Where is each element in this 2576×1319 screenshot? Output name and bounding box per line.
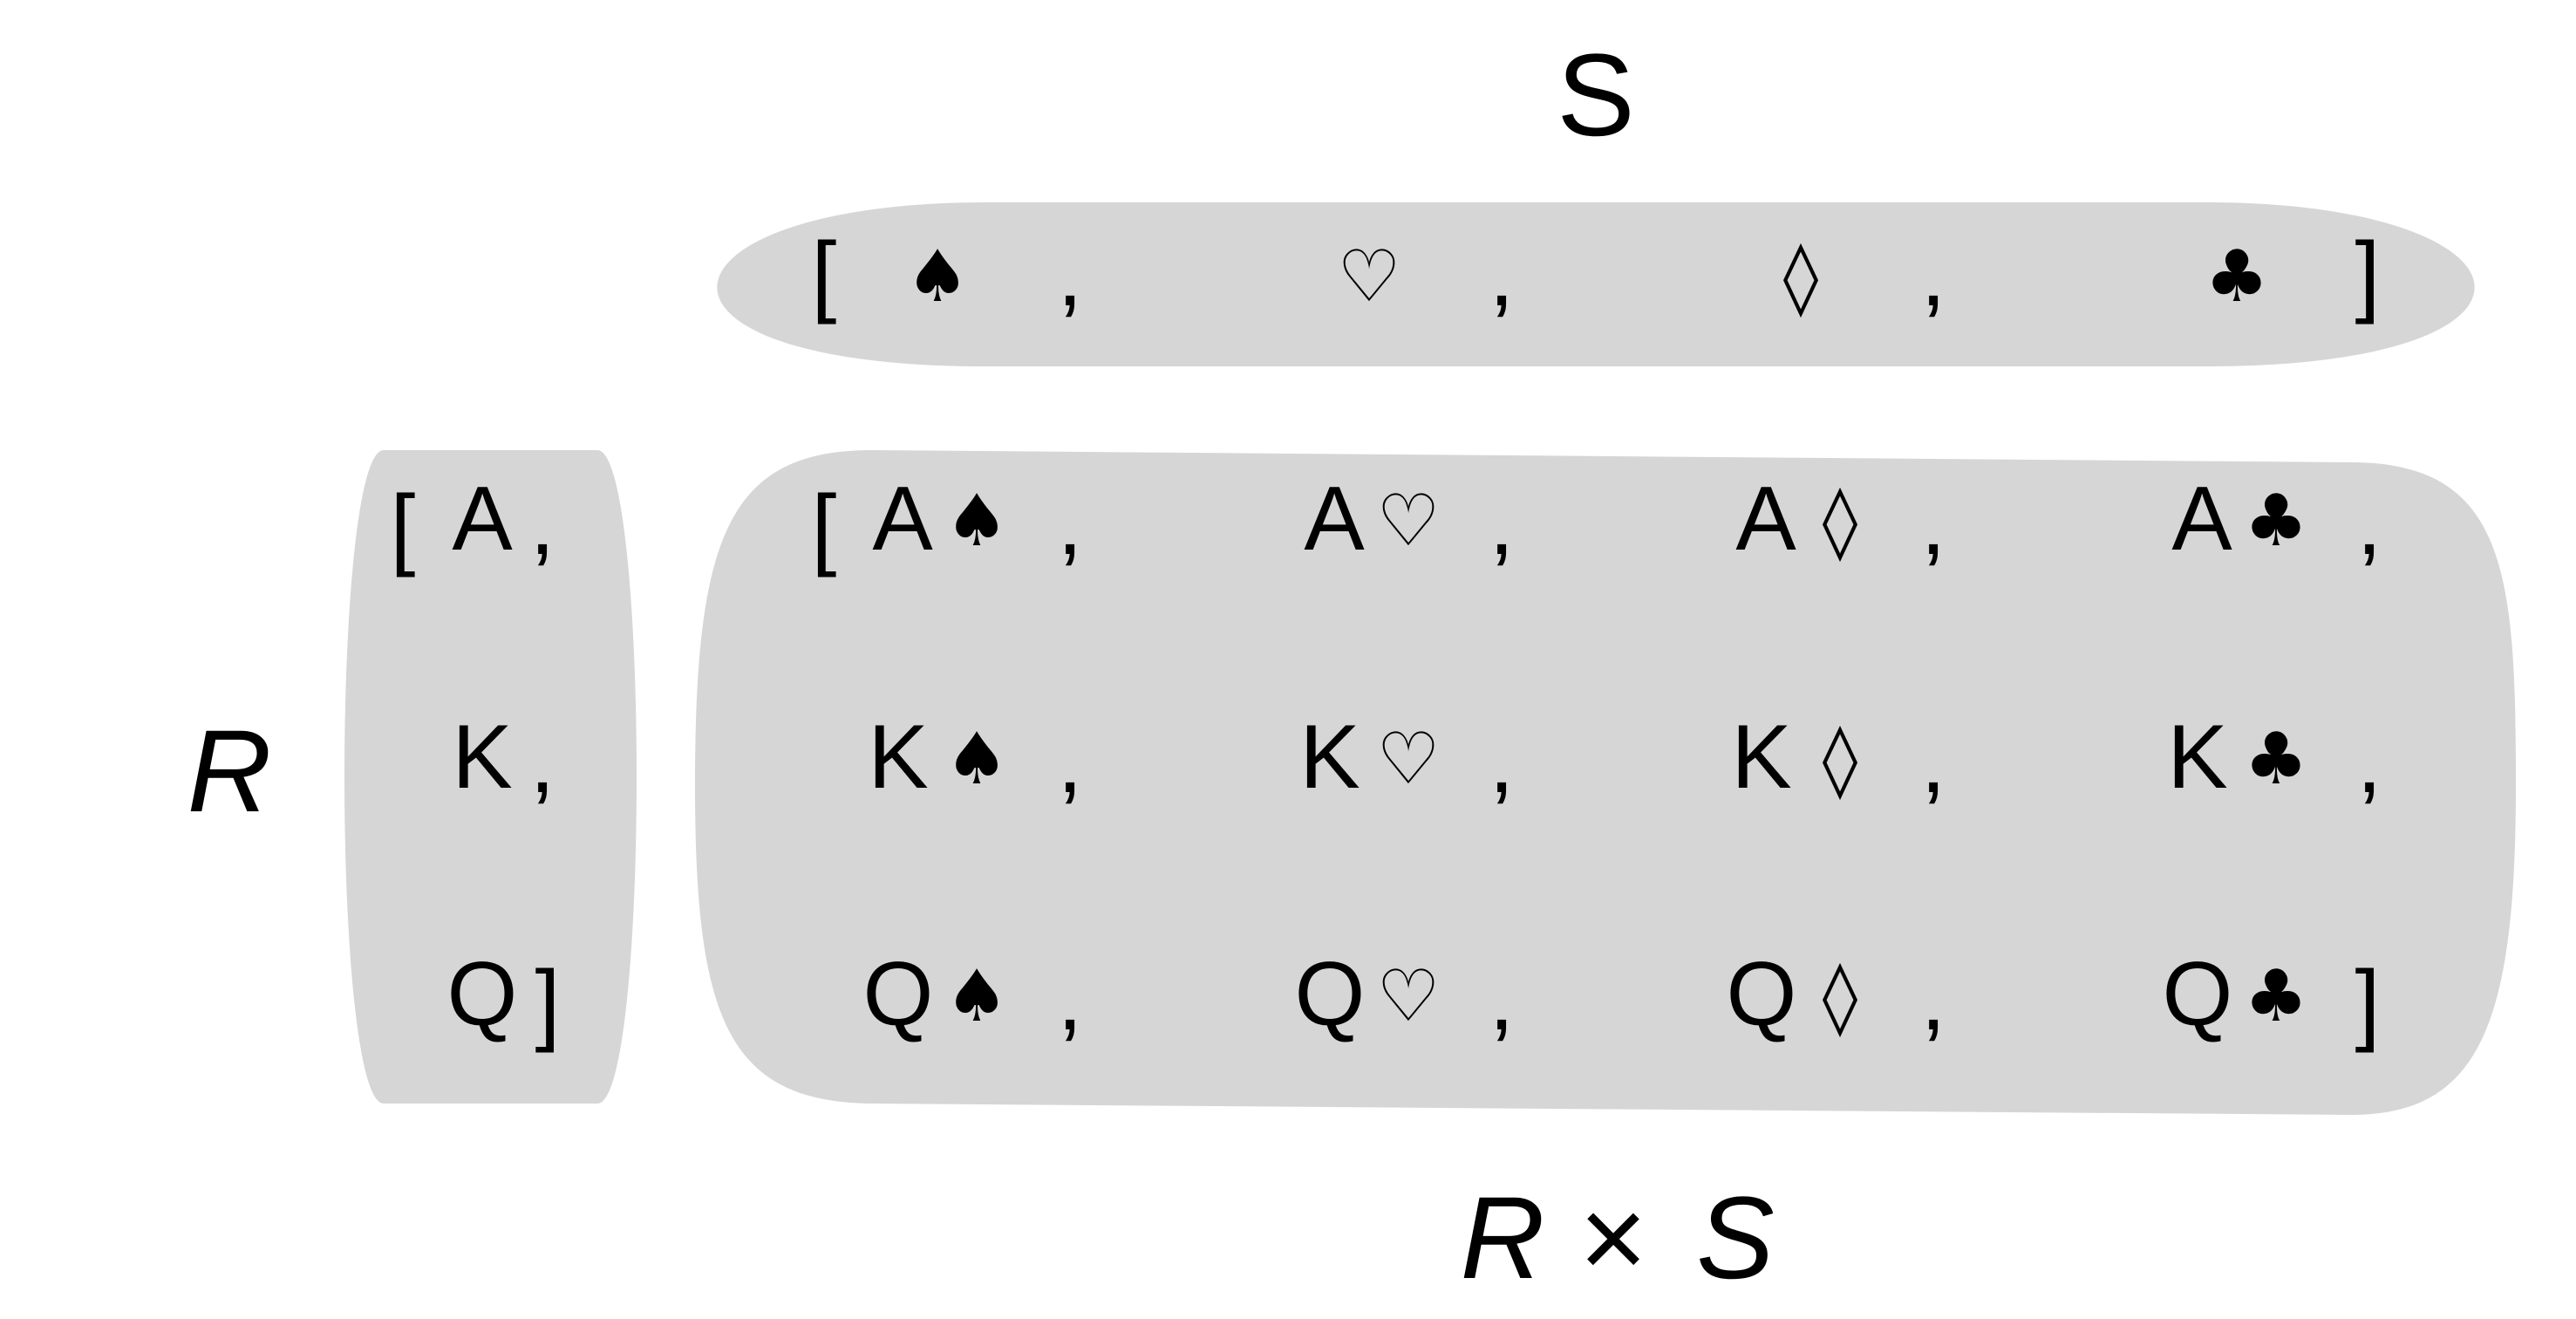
set-s-label: S <box>1557 31 1634 161</box>
ranks-close-bracket: ] <box>535 953 561 1054</box>
pair-suit: ◊ <box>1823 955 1858 1038</box>
product-label-times: × <box>1579 1173 1647 1303</box>
pair-rank: A <box>2171 468 2232 570</box>
ranks-list-shape <box>344 450 637 1104</box>
pair-suit: ♣ <box>2244 955 2308 1038</box>
pair-rank: Q <box>1295 944 1366 1045</box>
suits-separator: , <box>1489 224 1515 325</box>
product-list-shape <box>695 450 2516 1115</box>
product-list: [A♠,A♡,A◊,A♣,K♠,K♡,K◊,K♣,Q♠,Q♡,Q◊,Q♣] <box>812 468 2382 1054</box>
product-pair: A ◊, <box>1735 468 1946 574</box>
product-pair: Q ◊, <box>1727 944 1946 1049</box>
product-close-bracket: ] <box>2355 953 2381 1054</box>
product-separator: , <box>1921 473 1946 574</box>
rank-item: Q <box>447 944 518 1045</box>
pair-rank: Q <box>2163 944 2233 1045</box>
suit-item-diamond-icon: ◊ <box>1783 236 1819 318</box>
product-separator: , <box>1058 948 1083 1049</box>
pair-rank: A <box>872 468 933 570</box>
pair-rank: K <box>868 707 928 808</box>
product-pair: Q♠, <box>863 944 1083 1049</box>
suits-list-shape <box>717 202 2475 366</box>
suit-item-club-icon: ♣ <box>2205 236 2269 318</box>
product-pair: K♠, <box>868 707 1082 812</box>
product-pair: Q♣] <box>2163 944 2381 1054</box>
suit-item-spade-icon: ♠ <box>905 236 970 318</box>
product-open-bracket: [ <box>812 477 837 578</box>
product-pair: K♣, <box>2167 707 2382 812</box>
pair-suit: ♡ <box>1376 955 1441 1038</box>
product-label-r: R <box>1461 1173 1545 1303</box>
pair-suit: ◊ <box>1823 718 1858 801</box>
pair-suit: ♠ <box>944 480 1009 563</box>
suits-open-bracket: [ <box>812 224 837 325</box>
pair-suit: ♡ <box>1376 718 1441 801</box>
pair-suit: ♠ <box>944 955 1009 1038</box>
pair-suit: ◊ <box>1823 480 1858 563</box>
product-label-s: S <box>1696 1173 1774 1303</box>
ranks-separator: , <box>530 473 555 574</box>
pair-rank: Q <box>1727 944 1797 1045</box>
product-separator: , <box>1921 948 1946 1049</box>
pair-rank: K <box>1299 707 1360 808</box>
suits-separator: , <box>1921 224 1946 325</box>
product-separator: , <box>2357 473 2382 574</box>
rank-item: K <box>452 707 512 808</box>
set-r-label: R <box>187 707 272 837</box>
pair-rank: A <box>1735 468 1796 570</box>
product-label: R × S <box>1461 1173 1775 1303</box>
pair-suit: ♠ <box>944 718 1009 801</box>
ranks-list: [A,K,Q] <box>391 468 561 1054</box>
product-separator: , <box>1489 948 1515 1049</box>
pair-suit: ♣ <box>2244 718 2308 801</box>
product-separator: , <box>1489 473 1515 574</box>
suit-item-heart-icon: ♡ <box>1337 236 1401 318</box>
product-separator: , <box>1921 711 1946 812</box>
ranks-open-bracket: [ <box>391 477 416 578</box>
suits-separator: , <box>1058 224 1083 325</box>
product-separator: , <box>1058 473 1083 574</box>
product-pair: K♡, <box>1299 707 1514 812</box>
product-separator: , <box>1058 711 1083 812</box>
product-pair: A♡, <box>1304 468 1514 574</box>
suits-close-bracket: ] <box>2355 224 2381 325</box>
product-pair: Q♡, <box>1295 944 1515 1049</box>
suits-list: [ ♠, ♡, ◊, ♣] <box>812 224 2381 325</box>
pair-rank: K <box>1731 707 1791 808</box>
pair-suit: ♡ <box>1376 480 1441 563</box>
pair-rank: Q <box>863 944 934 1045</box>
product-pair: A♠, <box>872 468 1082 574</box>
product-pair: K ◊, <box>1731 707 1946 812</box>
pair-rank: K <box>2167 707 2227 808</box>
ranks-separator: , <box>530 711 555 812</box>
pair-suit: ♣ <box>2244 480 2308 563</box>
product-pair: A♣, <box>2171 468 2382 574</box>
rank-item: A <box>452 468 513 570</box>
pair-rank: A <box>1304 468 1365 570</box>
product-separator: , <box>1489 711 1515 812</box>
product-separator: , <box>2357 711 2382 812</box>
